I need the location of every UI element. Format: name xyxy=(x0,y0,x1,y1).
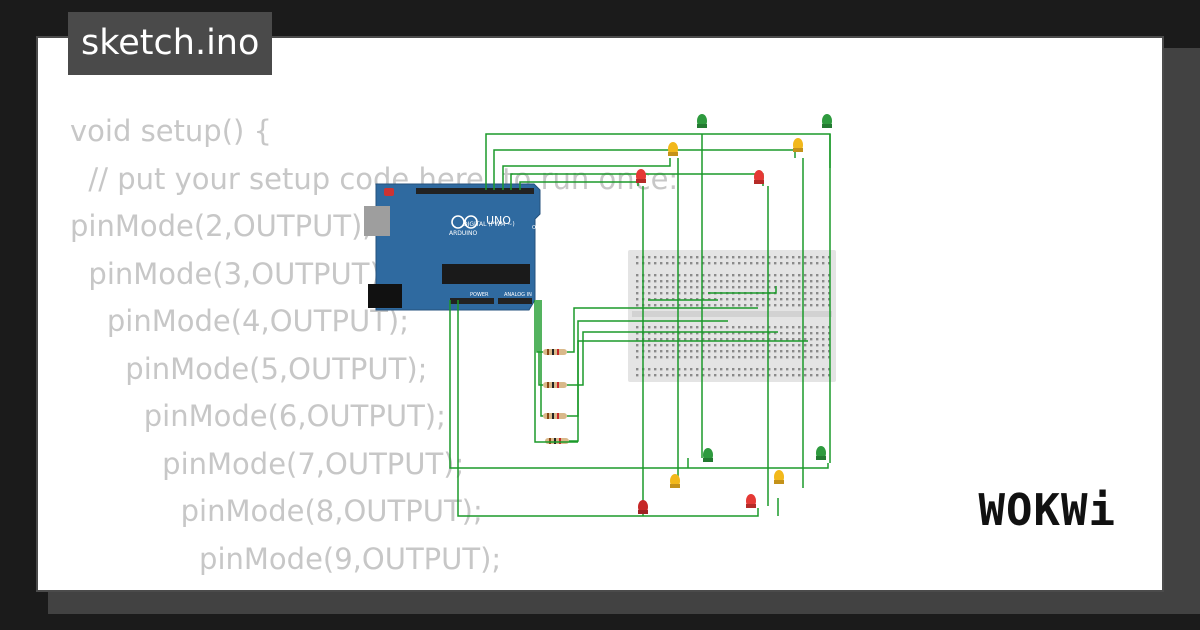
usb-connector xyxy=(364,206,390,236)
resistor xyxy=(543,382,567,388)
code-line: pinMode(9,OUTPUT); xyxy=(70,541,502,576)
wires xyxy=(449,133,831,517)
arduino-logo-icon xyxy=(451,215,465,229)
led-green xyxy=(703,448,713,462)
code-line: pinMode(2,OUTPUT); xyxy=(70,209,373,243)
resistor xyxy=(543,349,567,355)
circuit-diagram: DIGITAL (PWM ~) UNO ARDUINO ON POWER ANA… xyxy=(364,114,836,517)
code-line: // put your setup code here, to run once… xyxy=(70,161,679,196)
led-yellow xyxy=(793,138,803,152)
code-line: pinMode(10,OUTPUT); xyxy=(70,583,678,590)
analog-header xyxy=(498,298,532,304)
led-red xyxy=(754,170,764,184)
arduino-brand: ARDUINO xyxy=(449,230,478,237)
led-red xyxy=(746,494,756,508)
arduino-uno-board: DIGITAL (PWM ~) UNO ARDUINO ON POWER ANA… xyxy=(364,183,541,311)
breadboard xyxy=(628,250,836,382)
led-yellow xyxy=(774,470,784,484)
led-red xyxy=(638,500,648,514)
led-green xyxy=(822,114,832,128)
code-line: pinMode(4,OUTPUT); xyxy=(70,304,409,338)
analog-label: ANALOG IN xyxy=(504,292,532,298)
uno-label: UNO xyxy=(486,214,511,227)
wokwi-logo: WOKWi xyxy=(978,485,1116,536)
digital-label: DIGITAL (PWM ~) xyxy=(463,221,515,228)
reset-button xyxy=(384,188,394,196)
code-line: pinMode(6,OUTPUT); xyxy=(70,399,446,433)
led-green xyxy=(697,114,707,128)
code-line: pinMode(7,OUTPUT); xyxy=(70,446,465,481)
code-line: pinMode(3,OUTPUT); xyxy=(70,256,391,291)
atmega-chip xyxy=(442,264,530,284)
led-red xyxy=(636,169,646,183)
file-title: sketch.ino xyxy=(68,12,273,75)
resistor xyxy=(545,438,569,444)
leds xyxy=(636,114,832,514)
led-green xyxy=(816,446,826,460)
code-line: pinMode(5,OUTPUT); xyxy=(70,351,428,386)
digital-header xyxy=(416,188,534,194)
resistors xyxy=(543,349,569,444)
on-label: ON xyxy=(532,225,540,231)
code-line: void setup() { xyxy=(70,114,272,148)
power-label: POWER xyxy=(470,292,489,298)
led-yellow xyxy=(668,142,678,156)
resistor xyxy=(543,413,567,419)
code-line: pinMode(8,OUTPUT); xyxy=(70,494,483,528)
led-yellow xyxy=(670,474,680,488)
power-header xyxy=(450,298,494,304)
power-jack xyxy=(368,284,402,308)
code-preview: void setup() { // put your setup code he… xyxy=(70,108,679,590)
project-card: void setup() { // put your setup code he… xyxy=(36,36,1164,592)
